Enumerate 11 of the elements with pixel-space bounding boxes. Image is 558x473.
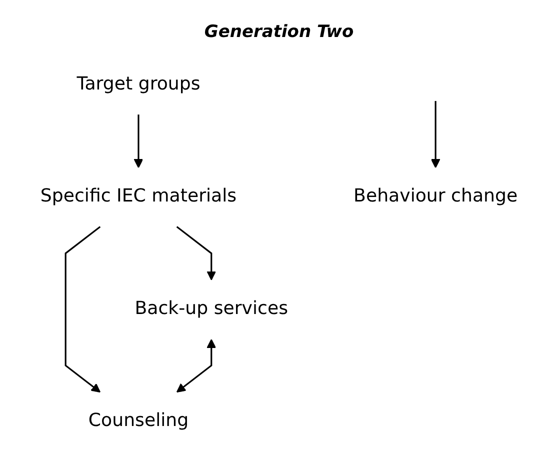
arrow <box>176 339 216 393</box>
node-text: Target groups <box>76 74 200 96</box>
node-text: Behaviour change <box>354 186 518 208</box>
node-text: Counseling <box>88 410 189 432</box>
arrow <box>430 101 440 168</box>
arrow <box>134 114 144 168</box>
diagram-title: Generation Two <box>203 22 355 44</box>
arrow <box>64 226 101 393</box>
node-text: Back-up services <box>134 298 288 320</box>
arrow <box>176 226 216 281</box>
node-text: Specific IEC materials <box>40 186 237 208</box>
